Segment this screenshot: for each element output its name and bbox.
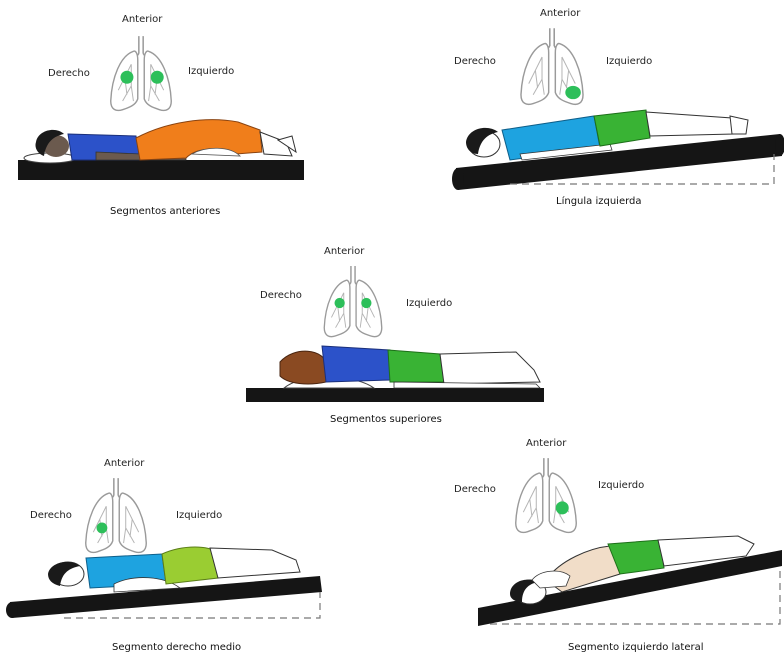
patient-figure	[244, 336, 548, 406]
label-right: Derecho	[454, 56, 496, 67]
label-left: Izquierdo	[188, 66, 234, 77]
label-anterior: Anterior	[540, 8, 580, 19]
label-left: Izquierdo	[606, 56, 652, 67]
label-left: Izquierdo	[598, 480, 644, 491]
caption: Segmentos anteriores	[110, 206, 220, 217]
label-right: Derecho	[260, 290, 302, 301]
panel-left-lateral-segment: Anterior Derecho Izquierdo Segmento izqu…	[440, 436, 784, 656]
label-right: Derecho	[30, 510, 72, 521]
caption: Segmentos superiores	[330, 414, 442, 425]
highlight-marker	[335, 298, 345, 308]
table	[246, 388, 544, 402]
caption: Segmento derecho medio	[112, 642, 241, 653]
label-anterior: Anterior	[324, 246, 364, 257]
highlight-marker	[151, 71, 164, 84]
label-right: Derecho	[48, 68, 90, 79]
panel-anterior-segments: Anterior Derecho Izquierdo Segmentos ant…	[0, 0, 320, 230]
label-left: Izquierdo	[406, 298, 452, 309]
label-anterior: Anterior	[122, 14, 162, 25]
highlight-marker	[361, 298, 371, 308]
lungs-diagram	[512, 456, 580, 536]
patient-figure	[4, 544, 326, 624]
caption: Língula izquierda	[556, 196, 642, 207]
highlight-marker	[97, 522, 108, 533]
highlight-marker	[556, 501, 569, 514]
lungs-diagram	[320, 264, 386, 340]
lungs-diagram	[514, 26, 590, 108]
label-anterior: Anterior	[104, 458, 144, 469]
panel-right-middle-segment: Anterior Derecho Izquierdo Segmento dere…	[0, 448, 330, 656]
patient-figure	[470, 530, 784, 630]
panel-left-lingula: Anterior Derecho Izquierdo Língula izqui…	[440, 0, 784, 220]
highlight-marker	[120, 71, 133, 84]
patient-figure	[450, 104, 784, 194]
patient-figure	[16, 112, 308, 186]
lungs-diagram	[106, 34, 176, 114]
label-right: Derecho	[454, 484, 496, 495]
label-anterior: Anterior	[526, 438, 566, 449]
highlight-marker	[565, 86, 581, 99]
panel-superior-segments: Anterior Derecho Izquierdo Segmentos sup…	[240, 236, 560, 436]
caption: Segmento izquierdo lateral	[568, 642, 704, 653]
label-left: Izquierdo	[176, 510, 222, 521]
